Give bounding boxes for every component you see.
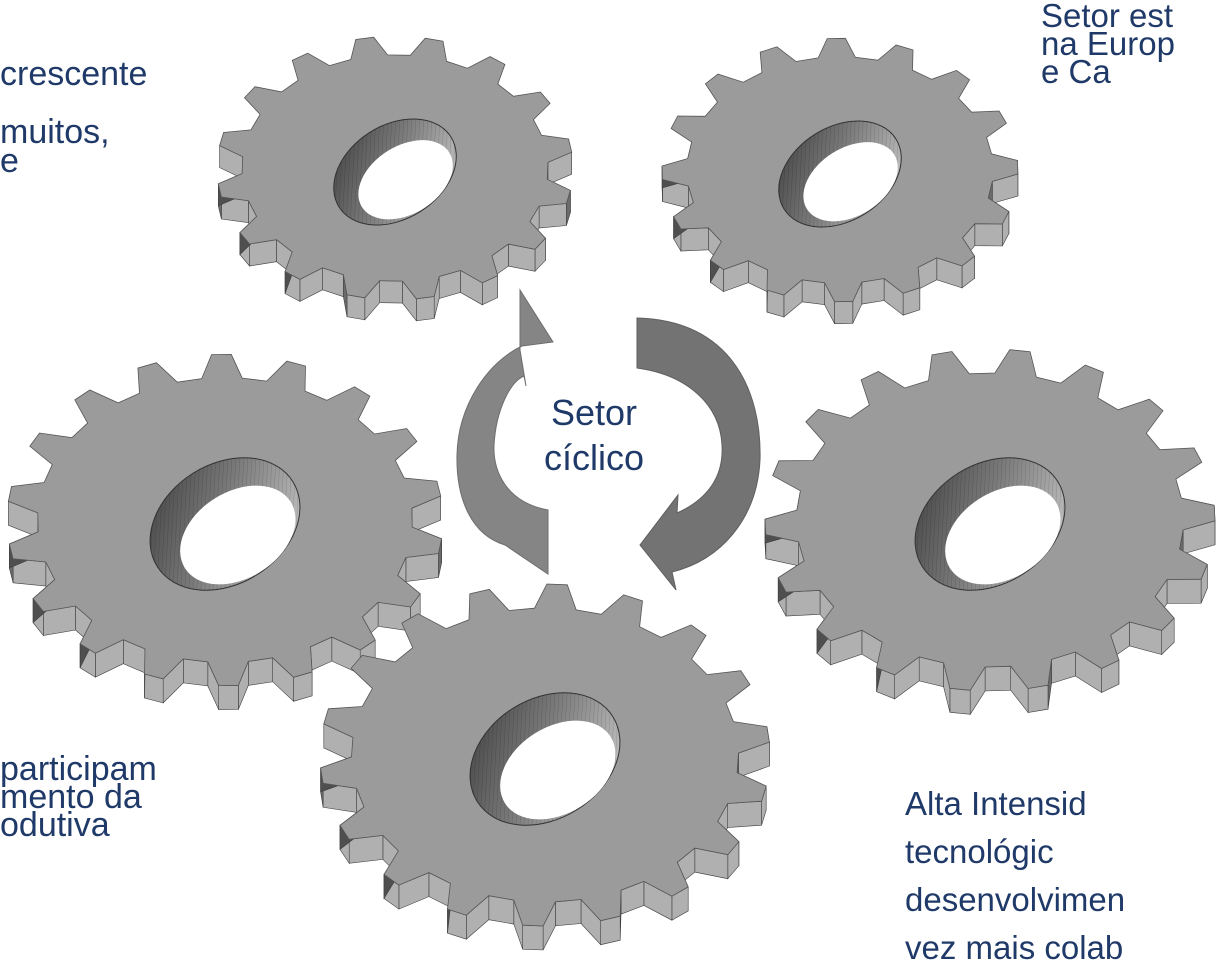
gear-side-facet (835, 301, 853, 323)
gear-side-facet (183, 659, 208, 686)
gear-top-right (662, 38, 1018, 323)
gear-middle-right (765, 350, 1215, 715)
gear-side-facet (489, 896, 514, 924)
gear-top-left (218, 37, 571, 321)
gear-side-facet (1167, 579, 1201, 603)
gear-side-facet (786, 590, 820, 616)
gear-side-facet (681, 228, 708, 251)
gear-side-facet (248, 658, 272, 686)
center-label: Setor cíclico (509, 390, 679, 480)
gear-side-facet (347, 295, 365, 320)
gear-side-facet (1028, 685, 1048, 712)
gear-side-facet (539, 204, 566, 229)
gear-side-facet (556, 900, 582, 926)
note-bottom-left: participam mento da odutiva (0, 755, 157, 839)
gear-side-facet (862, 279, 884, 305)
gear-side-facet (416, 297, 434, 321)
note-top-left: crescente muitos, e (0, 60, 147, 176)
gear-side-facet (219, 685, 239, 709)
gear-side-facet (728, 801, 762, 827)
note-bottom-right: Alta Intensid tecnológic desenvolvimen v… (905, 780, 1125, 972)
gear-side-facet (406, 554, 439, 582)
gear-side-facet (380, 281, 403, 303)
gear-side-facet (349, 835, 383, 863)
gear-side-facet (802, 280, 825, 305)
gear-side-facet (523, 925, 543, 950)
gear-side-facet (975, 224, 1003, 246)
gear-side-facet (985, 666, 1011, 691)
gear-bottom (321, 584, 770, 950)
gear-side-facet (601, 916, 621, 945)
gear-middle-left (8, 354, 441, 709)
note-top-right: Setor est na Europ e Ca (1041, 2, 1175, 86)
gear-side-facet (950, 688, 970, 714)
